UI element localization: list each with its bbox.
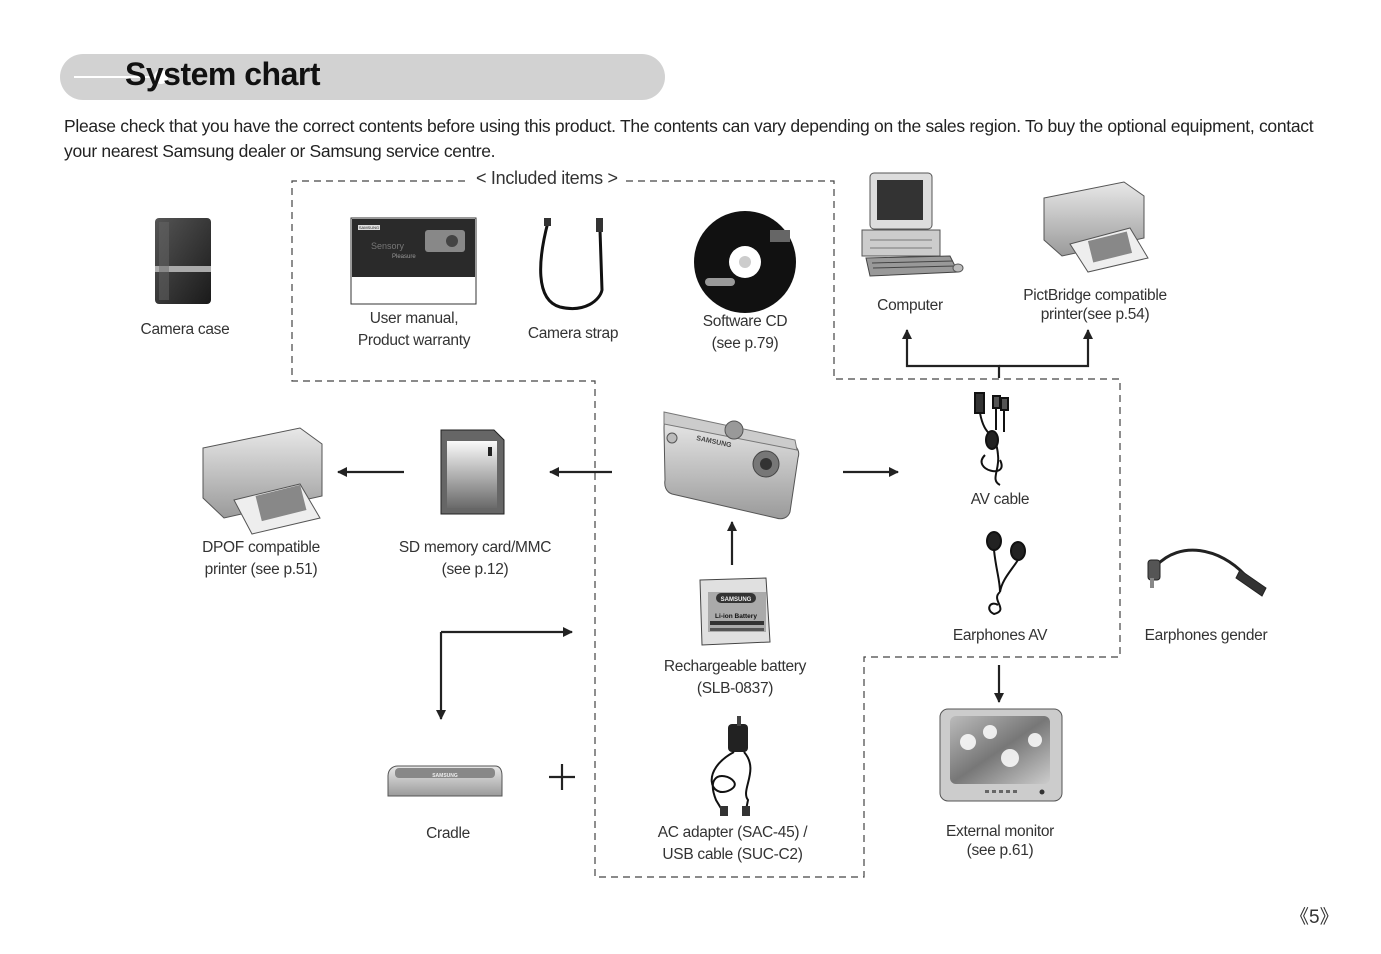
label-sd-card: SD memory card/MMC(see p.12) — [398, 539, 552, 578]
label-software-cd: Software CD(see p.79) — [702, 313, 788, 352]
battery-brand: SAMSUNG — [721, 597, 752, 603]
title-bar — [60, 54, 665, 100]
label-camera-strap: Camera strap — [527, 325, 619, 342]
battery-type: Li-ion Battery — [715, 613, 757, 620]
plus-icon — [549, 764, 575, 790]
label-computer: Computer — [877, 297, 943, 314]
title-decoration-line — [74, 76, 154, 78]
label-earphones-gender: Earphones gender — [1144, 627, 1268, 644]
earphones-icon — [986, 531, 1026, 616]
manual-brand: SAMSUNG — [359, 225, 379, 230]
page-number: 《5》 — [1290, 907, 1339, 928]
cradle-icon: SAMSUNG — [387, 765, 503, 797]
page-title: System chart — [125, 56, 320, 92]
battery-icon: SAMSUNG Li-ion Battery — [699, 577, 771, 646]
manual-word-pleasure: Pleasure — [392, 254, 416, 260]
printer-icon — [202, 427, 323, 535]
camera-case-icon — [155, 218, 211, 304]
printer-icon — [1043, 181, 1149, 273]
monitor-icon — [939, 708, 1063, 802]
strap-icon — [539, 218, 604, 310]
av-cable-icon — [974, 392, 1009, 486]
arrow-to-computer — [902, 329, 1001, 378]
label-earphones-av: Earphones AV — [952, 627, 1048, 644]
label-av-cable: AV cable — [970, 491, 1030, 508]
label-battery: Rechargeable battery(SLB-0837) — [663, 658, 807, 697]
arrow-to-pictbridge — [999, 329, 1093, 368]
included-items-title: < Included items > — [470, 168, 624, 189]
cradle-brand: SAMSUNG — [432, 773, 458, 779]
title-decoration-dot — [154, 70, 168, 84]
label-ac-adapter: AC adapter (SAC-45) /USB cable (SUC-C2) — [657, 824, 808, 863]
label-external-monitor: External monitor(see p.61) — [945, 823, 1055, 859]
manual-word-sensory: Sensory — [371, 241, 405, 251]
label-user-manual: User manual,Product warranty — [357, 310, 471, 349]
ac-adapter-icon — [710, 716, 752, 816]
computer-icon — [861, 172, 964, 277]
included-items-boundary — [291, 180, 1121, 878]
earphones-gender-icon — [1147, 548, 1267, 597]
manual-icon: SAMSUNG Sensory Pleasure — [350, 217, 477, 305]
sd-card-icon — [440, 429, 505, 515]
camera-icon: SAMSUNG — [663, 411, 800, 520]
label-cradle: Cradle — [426, 825, 470, 842]
label-camera-case: Camera case — [140, 321, 230, 338]
cd-icon — [694, 211, 796, 313]
intro-paragraph: Please check that you have the correct c… — [64, 116, 1314, 161]
connection-arrows — [337, 329, 1093, 720]
